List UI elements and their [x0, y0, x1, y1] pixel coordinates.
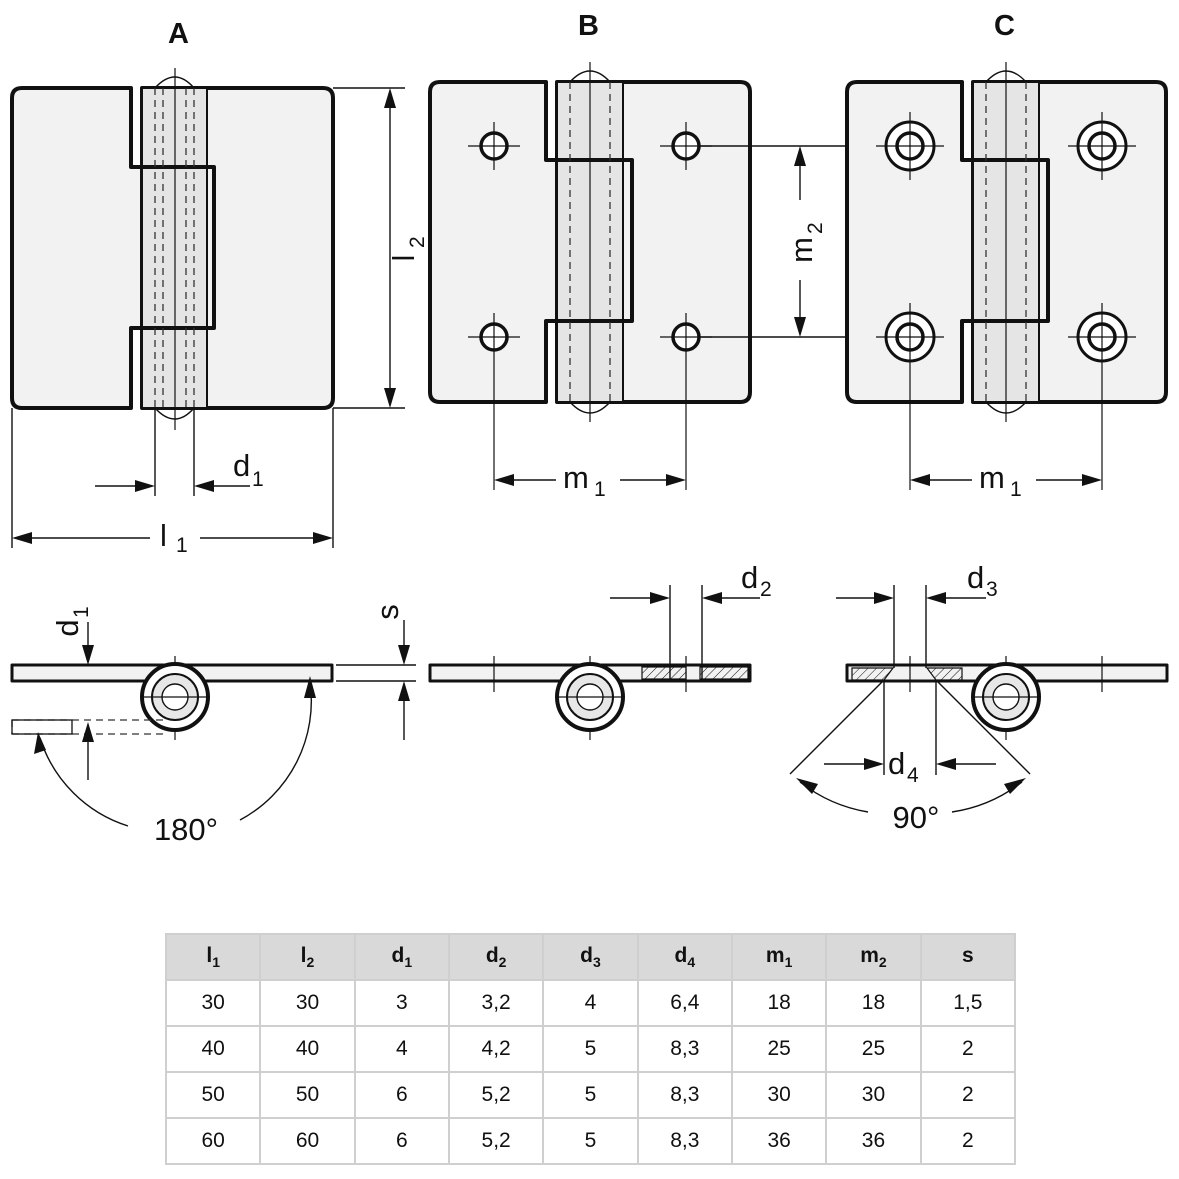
table-header: l1 [164, 933, 262, 981]
svg-text:2: 2 [406, 236, 429, 248]
angle-label-180: 180° [154, 812, 218, 847]
table-row: 50 50 6 5,2 5 8,3 30 30 2 [164, 1071, 1017, 1119]
table-header-row: l1 l2 d1 d2 d3 d4 m1 m2 s [164, 933, 1017, 981]
dim-label-l2: l 2 [386, 236, 429, 261]
side-view-b: d 2 [428, 560, 772, 740]
svg-text:2: 2 [804, 222, 827, 234]
dimensions-table: l1 l2 d1 d2 d3 d4 m1 m2 s 30 30 3 3,2 4 … [164, 933, 1017, 1165]
table-cell: 50 [259, 1071, 356, 1119]
table-cell: 8,3 [636, 1071, 733, 1119]
svg-text:1: 1 [176, 534, 188, 557]
dim-label-m1-b: m [563, 460, 589, 495]
view-label-c: C [994, 10, 1015, 42]
table-cell: 1,5 [919, 979, 1017, 1027]
table-cell: 8,3 [636, 1117, 733, 1165]
table-header: d4 [636, 933, 733, 981]
table-cell: 6 [353, 1117, 450, 1165]
table-header: s [919, 933, 1017, 981]
table-cell: 36 [825, 1117, 922, 1165]
dim-label-d1-side: d 1 [50, 606, 93, 636]
dim-label-l1: l [160, 518, 167, 553]
view-a: A l 2 d 1 [10, 18, 429, 557]
view-b: B m 1 [428, 10, 752, 501]
table-cell: 3 [353, 979, 450, 1027]
dim-label-m2: m 2 [784, 222, 827, 263]
table-header: d3 [542, 933, 639, 981]
side-view-a: d 1 s 180° [10, 604, 416, 847]
table-cell: 5,2 [447, 1117, 545, 1165]
side-view-c: d 3 d 4 90° [789, 560, 1169, 835]
table-cell: 4,2 [447, 1025, 545, 1073]
table-cell: 50 [164, 1071, 262, 1119]
table-header: m2 [825, 933, 922, 981]
table-cell: 5,2 [447, 1071, 545, 1119]
table-cell: 5 [542, 1025, 639, 1073]
table-header: d1 [353, 933, 450, 981]
table-cell: 30 [825, 1071, 922, 1119]
table-cell: 25 [730, 1025, 828, 1073]
table-header: m1 [730, 933, 828, 981]
svg-text:l: l [386, 255, 421, 262]
table-cell: 40 [259, 1025, 356, 1073]
table-cell: 2 [919, 1025, 1017, 1073]
svg-text:s: s [370, 604, 405, 620]
table-cell: 4 [353, 1025, 450, 1073]
svg-text:4: 4 [907, 764, 919, 787]
table-cell: 30 [259, 979, 356, 1027]
table-cell: 60 [164, 1117, 262, 1165]
table-header: d2 [447, 933, 545, 981]
table-cell: 2 [919, 1117, 1017, 1165]
table-cell: 6,4 [636, 979, 733, 1027]
view-c: C m 1 [845, 10, 1168, 501]
table-header: l2 [259, 933, 356, 981]
table-cell: 30 [164, 979, 262, 1027]
table-cell: 60 [259, 1117, 356, 1165]
svg-text:d: d [50, 619, 85, 636]
dim-label-d4: d [888, 746, 905, 781]
angle-label-90: 90° [893, 800, 940, 835]
table-cell: 25 [825, 1025, 922, 1073]
table-cell: 8,3 [636, 1025, 733, 1073]
table-cell: 18 [825, 979, 922, 1027]
svg-text:1: 1 [252, 468, 264, 491]
svg-text:3: 3 [986, 578, 998, 601]
svg-text:m: m [784, 237, 819, 263]
table-cell: 4 [542, 979, 639, 1027]
hinge-technical-drawing: A l 2 d 1 [10, 10, 1169, 847]
table-row: 30 30 3 3,2 4 6,4 18 18 1,5 [164, 979, 1017, 1027]
svg-text:2: 2 [760, 578, 772, 601]
view-label-b: B [578, 10, 599, 42]
table-row: 60 60 6 5,2 5 8,3 36 36 2 [164, 1117, 1017, 1165]
table-cell: 3,2 [447, 979, 545, 1027]
table-row: 40 40 4 4,2 5 8,3 25 25 2 [164, 1025, 1017, 1073]
dim-label-d3: d [967, 560, 984, 595]
svg-text:1: 1 [1010, 478, 1022, 501]
dim-label-d2: d [741, 560, 758, 595]
view-label-a: A [168, 18, 189, 50]
dim-label-s: s [370, 604, 405, 620]
table-cell: 40 [164, 1025, 262, 1073]
svg-text:1: 1 [70, 606, 93, 618]
svg-text:1: 1 [594, 478, 606, 501]
table-cell: 30 [730, 1071, 828, 1119]
dim-label-m1-c: m [979, 460, 1005, 495]
table-cell: 36 [730, 1117, 828, 1165]
table-cell: 18 [730, 979, 828, 1027]
table-cell: 5 [542, 1117, 639, 1165]
dim-label-d1-top: d [233, 448, 250, 483]
table-cell: 6 [353, 1071, 450, 1119]
table-cell: 2 [919, 1071, 1017, 1119]
table-cell: 5 [542, 1071, 639, 1119]
